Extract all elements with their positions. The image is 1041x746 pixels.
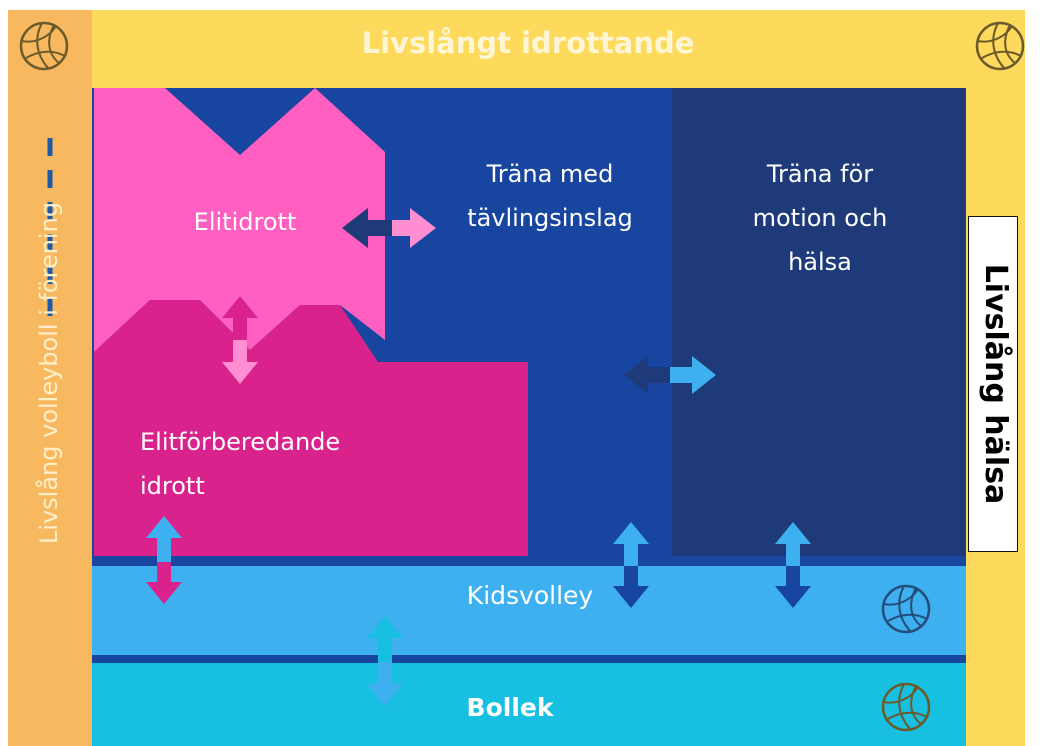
kidsvolley-label: Kidsvolley (466, 581, 594, 610)
bidirectional-arrow-icon (222, 296, 258, 384)
trana-tavling-label: Träna med tävlingsinslag (467, 160, 633, 232)
elitforberedande-label: Elitförberedande idrott (140, 428, 341, 500)
trana-motion-label: Träna för motion och hälsa (752, 160, 888, 276)
elitidrott-box (94, 88, 385, 352)
kidsvolley-band (92, 566, 966, 655)
right-title: Livslång hälsa (978, 263, 1013, 505)
top-title: Livslångt idrottande (361, 26, 695, 60)
left-title: Livslång volleyboll i förening (35, 201, 63, 545)
bidirectional-arrow-icon (367, 616, 403, 706)
bidirectional-arrow-icon (775, 522, 811, 608)
bidirectional-arrow-icon (624, 356, 716, 394)
top-band (85, 10, 1025, 88)
right-title-box (968, 216, 1018, 552)
bidirectional-arrow-icon (342, 208, 436, 248)
bidirectional-arrow-icon (613, 522, 649, 608)
elitidrott-label: Elitidrott (193, 208, 297, 236)
bollek-label: Bollek (466, 693, 554, 722)
bidirectional-arrow-icon (146, 516, 182, 604)
bollek-band (92, 663, 966, 746)
elitforberedande-box (94, 300, 528, 556)
left-band (8, 10, 92, 746)
motion-area (672, 88, 966, 566)
